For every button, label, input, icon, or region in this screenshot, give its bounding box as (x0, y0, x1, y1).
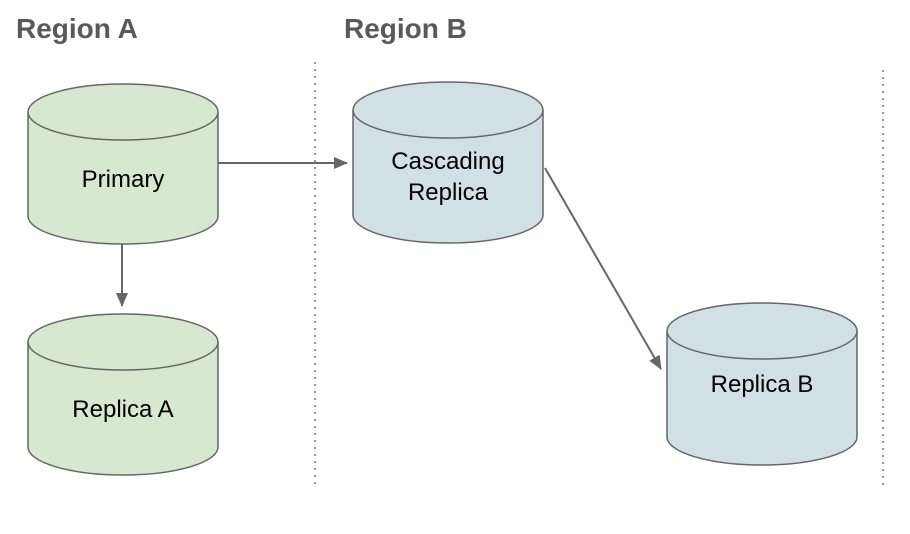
replica-a-db-label: Replica A (72, 396, 174, 423)
replica-a-cylinder-body (27, 342, 219, 476)
replica-b-cylinder-top (666, 302, 858, 360)
replica-a-db-cylinder (27, 313, 219, 476)
primary-db-cylinder (27, 83, 219, 245)
cascading-replica-cylinder-body (352, 110, 544, 244)
cascading-replica-db-label: Cascading Replica (391, 148, 505, 206)
primary-db-label: Primary (81, 166, 165, 193)
cascading-replica-cylinder-top (352, 81, 544, 139)
replica-b-db-label: Replica B (710, 371, 814, 398)
replica-a-cylinder-top (27, 313, 219, 371)
primary-cylinder-body (27, 112, 219, 245)
replica-b-cylinder-body (666, 331, 858, 466)
primary-cylinder-top (27, 83, 219, 141)
region-a-heading: Region A (16, 13, 138, 44)
replica-b-db-cylinder (666, 302, 858, 466)
cascading-replica-db-cylinder (352, 81, 544, 244)
cascading-replica-to-replica-b-arrow (544, 167, 662, 370)
region-b-heading: Region B (344, 13, 467, 44)
